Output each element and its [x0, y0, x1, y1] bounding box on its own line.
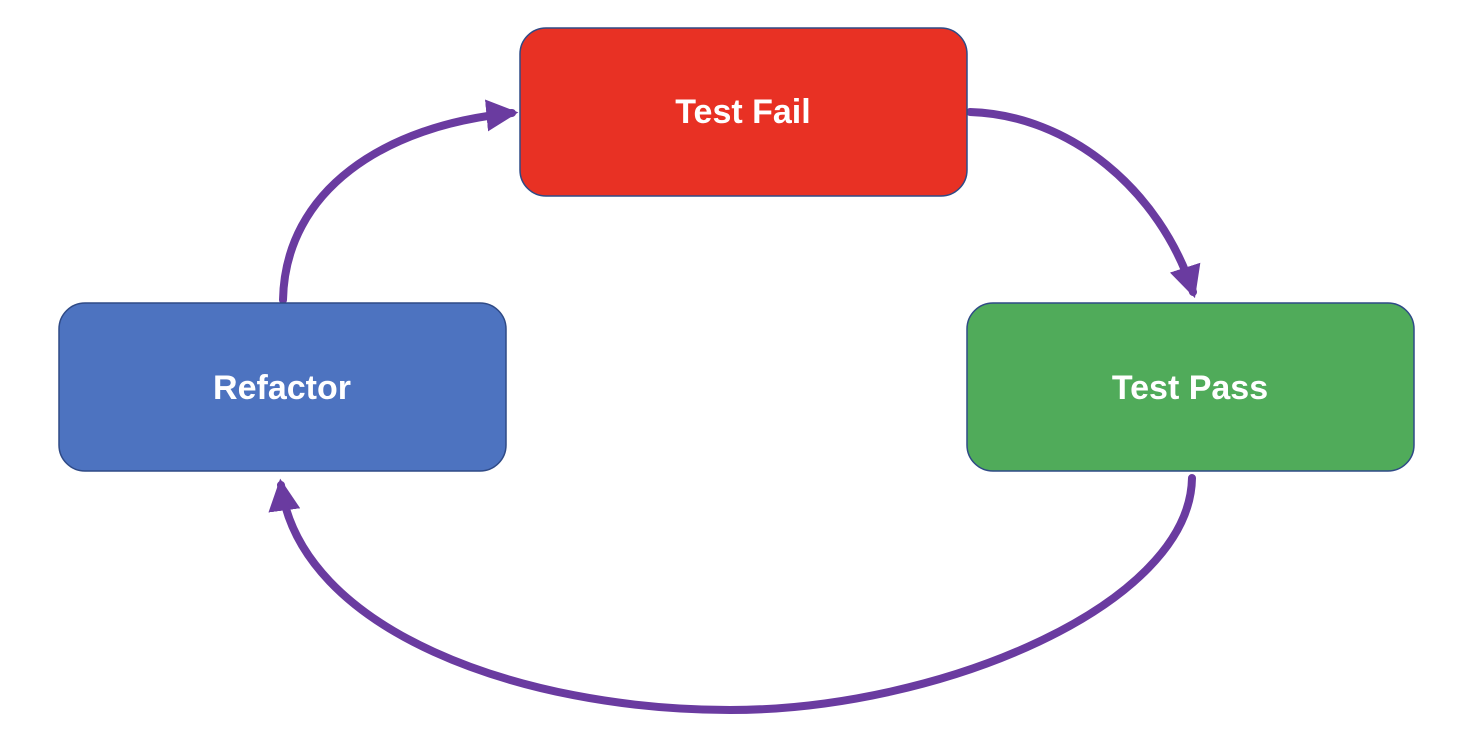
arrow-test-pass-to-refactor [268, 474, 1196, 715]
node-test-fail-box [519, 27, 968, 197]
arrow-refactor-to-test-fail [279, 99, 519, 304]
arrow-test-fail-to-test-pass [966, 108, 1201, 299]
node-refactor-label: Refactor [213, 369, 351, 407]
node-test-fail-label: Test Fail [675, 93, 810, 131]
node-test-pass: Test Pass [966, 302, 1415, 472]
node-test-pass-box [966, 302, 1415, 472]
node-refactor: Refactor [58, 302, 507, 472]
node-refactor-box [58, 302, 507, 472]
node-test-pass-label: Test Pass [1112, 369, 1268, 407]
node-test-fail: Test Fail [519, 27, 968, 197]
